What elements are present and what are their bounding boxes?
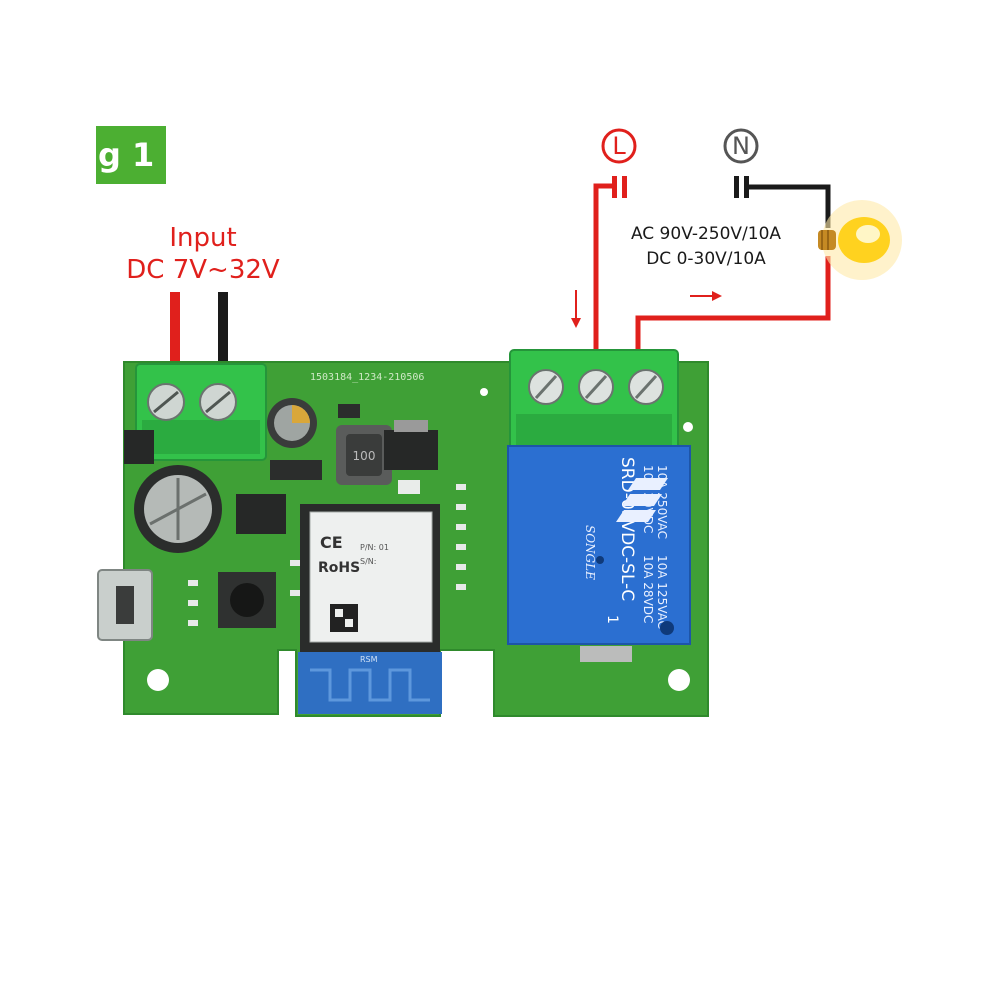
smd-ic: [236, 494, 286, 534]
relay: 10A 250VAC 10A 30VDC 10A 125VAC 10A 28VD…: [507, 445, 691, 662]
module-text-ce: CE: [320, 533, 343, 552]
live-plug: [612, 176, 627, 198]
relay-brand: SONGLE: [583, 525, 597, 580]
qr-code: [330, 604, 358, 632]
relay-pin-mark: 1: [604, 615, 620, 624]
neutral-wire: [748, 184, 831, 228]
load-spec: AC 90V-250V/10A DC 0-30V/10A: [606, 222, 806, 272]
load-spec-dc: DC 0-30V/10A: [646, 249, 766, 269]
lamp-return-wire: [635, 256, 831, 350]
relay-model: SRD-05VDC-SL-C: [617, 457, 637, 601]
current-arrow-down-icon: [571, 290, 581, 328]
voltage-regulator-tab: [394, 420, 428, 432]
neutral-terminal-label: N: [732, 132, 750, 160]
current-arrow-right-icon: [690, 291, 722, 301]
smd-resistors: [188, 484, 466, 626]
small-capacitor: [267, 398, 317, 448]
input-terminal-block: [135, 363, 267, 461]
reset-button[interactable]: [218, 572, 276, 628]
module-text-rsm: RSM: [360, 655, 378, 664]
lamp-bulb-icon: [818, 200, 902, 280]
diode: [270, 460, 322, 480]
live-terminal-label: L: [612, 132, 626, 160]
transistor: [124, 430, 154, 464]
wifi-module: CE RoHS P/N: 01 S/N: RSM: [298, 504, 442, 714]
input-title: Input: [169, 223, 237, 253]
large-capacitor: [134, 465, 222, 553]
input-voltage-range: DC 7V~32V: [126, 255, 280, 285]
input-label: Input DC 7V~32V: [118, 222, 288, 286]
silkscreen-code: 1503184_1234-210506: [310, 372, 424, 383]
relay-dot: [596, 556, 604, 564]
live-terminal-icon: [601, 128, 637, 164]
figure-tag: g 1: [96, 126, 166, 184]
relay-mark: [660, 621, 674, 635]
led: [398, 480, 420, 494]
live-wire: [593, 183, 612, 350]
neutral-terminal-icon: [723, 128, 759, 164]
load-spec-ac: AC 90V-250V/10A: [630, 224, 782, 244]
module-text-pn: P/N: 01: [360, 543, 389, 552]
inductor-label: 100: [353, 449, 376, 463]
smd-component: [338, 404, 360, 418]
module-text-sn: S/N:: [360, 557, 376, 566]
relay-text-3: 10A 125VAC: [655, 555, 669, 629]
mounting-hole: [147, 669, 169, 691]
relay-text-4: 10A 28VDC: [641, 555, 655, 623]
mounting-hole: [683, 422, 693, 432]
relay-text-1: 10A 250VAC: [655, 465, 669, 539]
output-terminal-block: [509, 349, 679, 455]
mounting-hole: [480, 388, 488, 396]
inductor: 100: [336, 425, 392, 485]
voltage-regulator: [384, 430, 438, 470]
neutral-plug: [734, 176, 749, 198]
module-text-rohs: RoHS: [318, 560, 360, 576]
usb-port: [97, 569, 153, 641]
mounting-hole: [668, 669, 690, 691]
songle-logo-icon: [616, 478, 668, 522]
